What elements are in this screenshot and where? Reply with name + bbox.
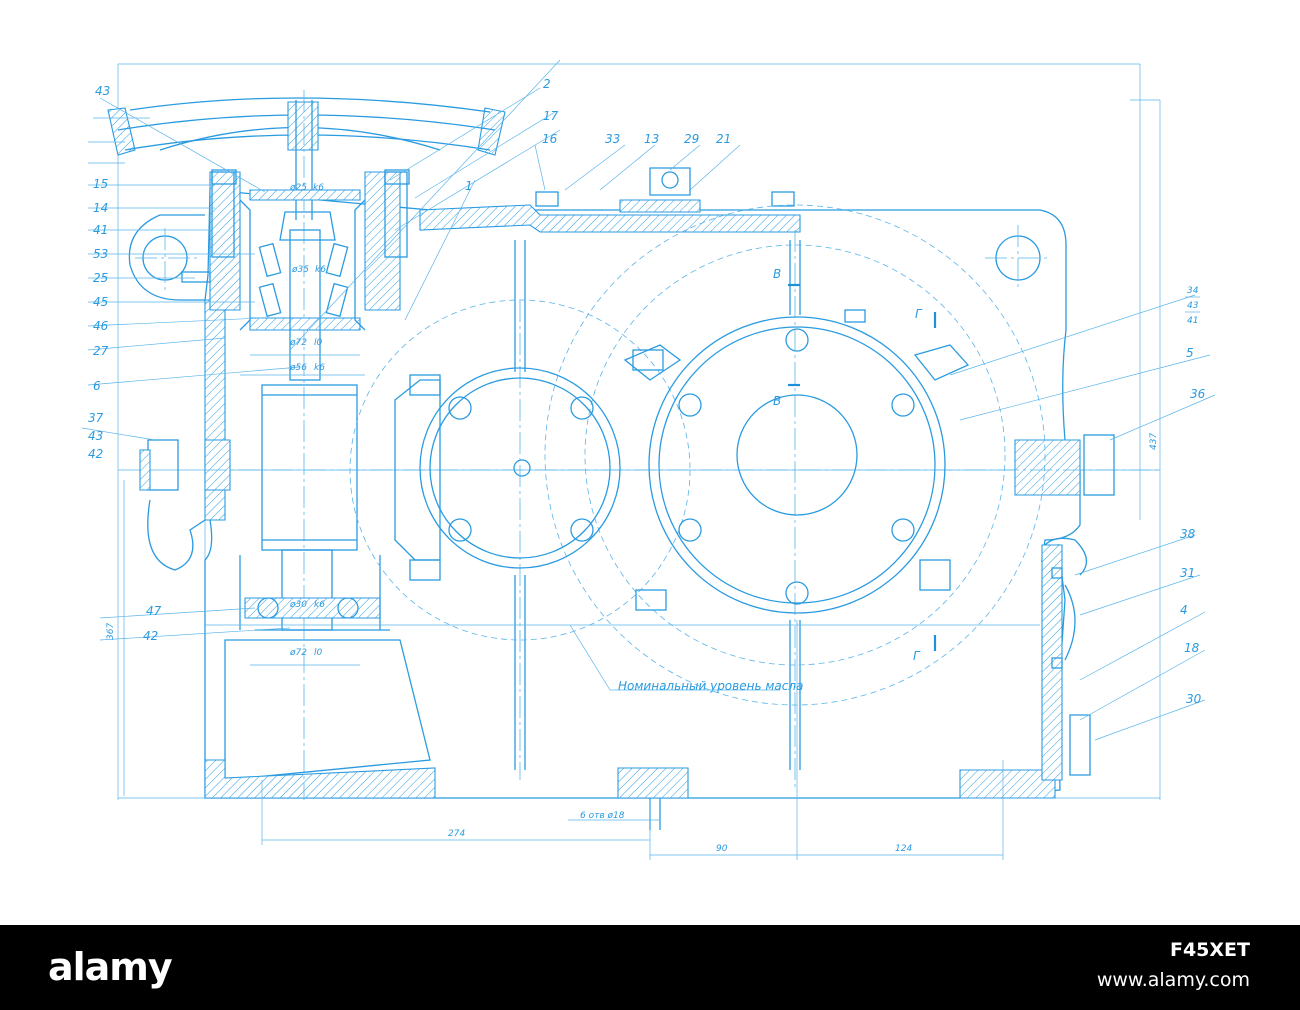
callout-label: 37	[88, 411, 104, 425]
site-url: www.alamy.com	[1096, 969, 1250, 991]
callout-label: 27	[93, 344, 109, 358]
callout-label: 38	[1180, 527, 1196, 541]
callout-label: 45	[93, 295, 108, 309]
left-gear	[394, 349, 667, 611]
callout-label: 2	[543, 77, 551, 91]
top-bolts	[211, 167, 795, 207]
section-mark-v-top: В	[773, 267, 781, 281]
image-id: F45XET	[1169, 939, 1250, 961]
callout-label: 25	[93, 271, 108, 285]
dimension-values: 274 90 124 367 437	[106, 433, 1159, 854]
dimension-height-right: 437	[1149, 433, 1159, 450]
side-box-label: 43	[1187, 301, 1199, 311]
input-shaft-assembly	[181, 171, 408, 666]
callout-label: 15	[93, 177, 108, 191]
stock-watermark-bar: alamy F45XET www.alamy.com	[0, 925, 1300, 1010]
fit-label: k6	[315, 265, 326, 275]
leader-lines	[81, 59, 1216, 741]
side-box-label: 34	[1187, 286, 1199, 296]
fit-label: ø30	[289, 600, 307, 610]
fit-annotations: ø25 k6 ø35 k6 ø72 l0 ø56 k6 ø30 k6 ø72 l…	[289, 183, 326, 658]
gearbox-housing	[147, 189, 1087, 830]
callout-label: 33	[605, 132, 620, 146]
fit-label: l0	[314, 338, 323, 348]
dimension-90: 90	[716, 844, 728, 854]
callout-label: 42	[88, 447, 103, 461]
fit-label: ø72	[289, 648, 307, 658]
callout-label: 46	[93, 319, 109, 333]
callout-label: 36	[1190, 387, 1206, 401]
fit-label: ø72	[289, 338, 307, 348]
fit-label: l0	[314, 648, 323, 658]
alamy-logo: alamy	[48, 945, 173, 989]
callout-label: 29	[684, 132, 699, 146]
callout-label: 30	[1186, 692, 1202, 706]
callout-label: 4	[1180, 603, 1188, 617]
callout-label: 17	[543, 109, 559, 123]
pitch-circles	[205, 204, 1160, 790]
section-mark-v-bottom: В	[773, 394, 781, 408]
callout-label: 31	[1180, 566, 1195, 580]
flange-bolts	[139, 434, 1115, 776]
side-box-label: 41	[1187, 316, 1198, 326]
callout-label: 14	[93, 201, 108, 215]
bottom-dimensions	[123, 480, 1004, 860]
section-mark-g-bottom: Г	[913, 649, 921, 663]
section-mark-g-top: Г	[915, 307, 923, 321]
callout-label: 42	[143, 629, 158, 643]
callout-label: 13	[644, 132, 659, 146]
callout-label: 53	[93, 247, 108, 261]
callout-labels: 43 2 17 16 33 13 29 21 1 15 14 41 53 25 …	[88, 77, 1206, 706]
callout-label: 43	[88, 429, 103, 443]
dimension-274: 274	[448, 829, 465, 839]
gearbox-technical-drawing: В В Г Г 43 2 17 16 33 13 29 21 1 15 14 4…	[81, 59, 1216, 860]
dimension-124: 124	[895, 844, 912, 854]
right-gear	[623, 309, 970, 614]
callout-label: 6	[93, 379, 101, 393]
oil-level-note: Номинальный уровень масла	[618, 679, 803, 693]
fit-label: ø56	[289, 363, 307, 373]
callout-label: 5	[1186, 346, 1194, 360]
dimension-height-left: 367	[106, 623, 116, 640]
fit-label: k6	[314, 363, 325, 373]
callout-label: 41	[93, 223, 108, 237]
side-box: 34 43 41	[1185, 286, 1200, 326]
callout-label: 47	[146, 604, 162, 618]
callout-label: 18	[1184, 641, 1200, 655]
fit-label: k6	[313, 183, 324, 193]
lifting-lug	[128, 214, 205, 301]
callout-label: 1	[465, 179, 473, 193]
callout-label: 43	[95, 84, 110, 98]
callout-label: 21	[716, 132, 731, 146]
right-lug-hole	[985, 225, 1050, 290]
holes-note: 6 отв ø18	[580, 811, 625, 821]
fit-label: ø35	[291, 265, 309, 275]
callout-label: 16	[542, 132, 558, 146]
section-marks: В В Г Г	[773, 267, 937, 663]
fit-label: k6	[314, 600, 325, 610]
fit-label: ø25	[289, 183, 307, 193]
